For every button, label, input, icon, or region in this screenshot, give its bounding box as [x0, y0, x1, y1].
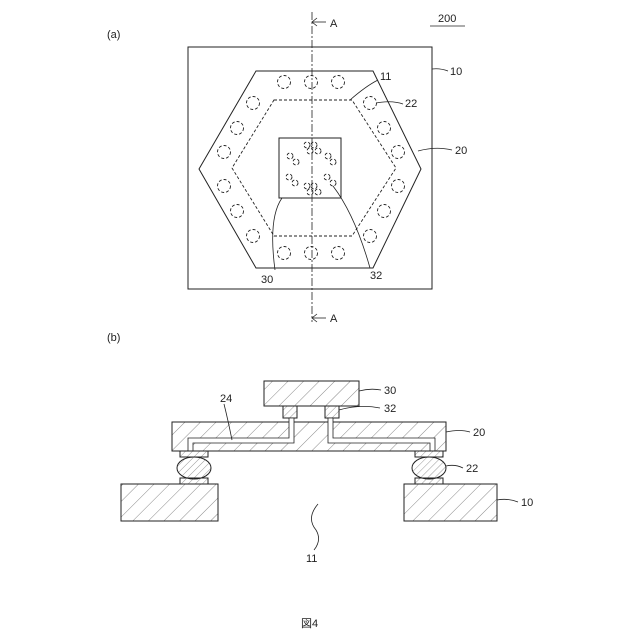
bump-circle	[278, 247, 291, 260]
leader-b-11	[311, 504, 318, 550]
substrate-10-right	[404, 484, 497, 521]
chip-bump	[315, 189, 321, 195]
chip-bump	[304, 142, 310, 148]
label-chip-bumps-32: 32	[370, 270, 382, 282]
chip-30-section	[264, 381, 359, 406]
chip-bumps-32-group	[286, 142, 336, 195]
bump-circle	[392, 146, 405, 159]
leader-30	[273, 198, 282, 270]
panel-b-cross-section: (b) 30 32 24 20	[107, 332, 533, 565]
leader-b-10	[497, 499, 518, 502]
label-substrate-10: 10	[450, 66, 462, 78]
solder-ball	[412, 457, 446, 479]
panel-a-top-view: (a) 200	[107, 12, 467, 325]
bump-circle	[218, 146, 231, 159]
bump-circle	[378, 122, 391, 135]
section-marker-top: A	[330, 18, 338, 30]
label-b-chip-bumps-32: 32	[384, 403, 396, 415]
leader-b-20	[446, 431, 470, 433]
bump-circle	[231, 205, 244, 218]
bump-pad	[180, 451, 208, 457]
bump-circle	[278, 76, 291, 89]
figure-caption: 図4	[301, 617, 318, 630]
chip-bump-32-right	[325, 406, 339, 418]
interposer-20-hexagon	[199, 71, 421, 268]
leader-20	[418, 148, 452, 151]
bump-circle	[305, 247, 318, 260]
substrate-10-outline	[188, 47, 432, 289]
label-cavity-11: 11	[380, 71, 391, 83]
bump-pad	[415, 451, 443, 457]
bump-22-left	[177, 451, 211, 484]
chip-bump	[330, 159, 336, 165]
chip-bump	[324, 174, 330, 180]
chip-bump	[287, 153, 293, 159]
leader-b-32	[339, 406, 380, 410]
panel-b-label: (b)	[107, 332, 120, 344]
solder-ball	[177, 457, 211, 479]
chip-bump	[292, 180, 298, 186]
chip-bump	[330, 180, 336, 186]
label-chip-30: 30	[261, 274, 273, 286]
bump-circle	[378, 205, 391, 218]
label-bumps-22: 22	[405, 98, 417, 110]
reference-number: 200	[438, 13, 456, 25]
leader-b-22	[446, 465, 463, 468]
chip-bump-32-left	[283, 406, 297, 418]
bump-circle	[364, 97, 377, 110]
bump-circle	[392, 180, 405, 193]
label-b-bumps-22: 22	[466, 463, 478, 475]
bump-circle	[332, 76, 345, 89]
chip-bump	[286, 174, 292, 180]
interposer-20-section	[172, 422, 446, 451]
bump-circle	[332, 247, 345, 260]
panel-a-label: (a)	[107, 29, 120, 41]
chip-bump	[293, 159, 299, 165]
label-b-substrate-10: 10	[521, 497, 533, 509]
bump-circle	[231, 122, 244, 135]
label-interposer-20: 20	[455, 145, 467, 157]
chip-bump	[325, 153, 331, 159]
label-b-interposer-20: 20	[473, 427, 485, 439]
bump-circle	[364, 230, 377, 243]
bump-circle	[247, 230, 260, 243]
bump-circle	[218, 180, 231, 193]
leader-b-30	[359, 389, 381, 391]
bump-circle	[305, 76, 318, 89]
cavity-11-dashed-outline	[232, 100, 396, 236]
leader-11	[350, 80, 378, 100]
label-b-wiring-24: 24	[220, 393, 232, 405]
label-b-cavity-11: 11	[306, 553, 317, 565]
substrate-10-left	[121, 484, 218, 521]
section-marker-bottom: A	[330, 313, 338, 325]
bump-pad	[415, 478, 443, 484]
leader-10	[432, 69, 448, 71]
chip-30-outline	[279, 138, 341, 198]
label-b-chip-30: 30	[384, 385, 396, 397]
bump-22-right	[412, 451, 446, 484]
bump-circle	[247, 97, 260, 110]
chip-bump	[304, 183, 310, 189]
chip-bump	[315, 148, 321, 154]
bump-pad	[180, 478, 208, 484]
